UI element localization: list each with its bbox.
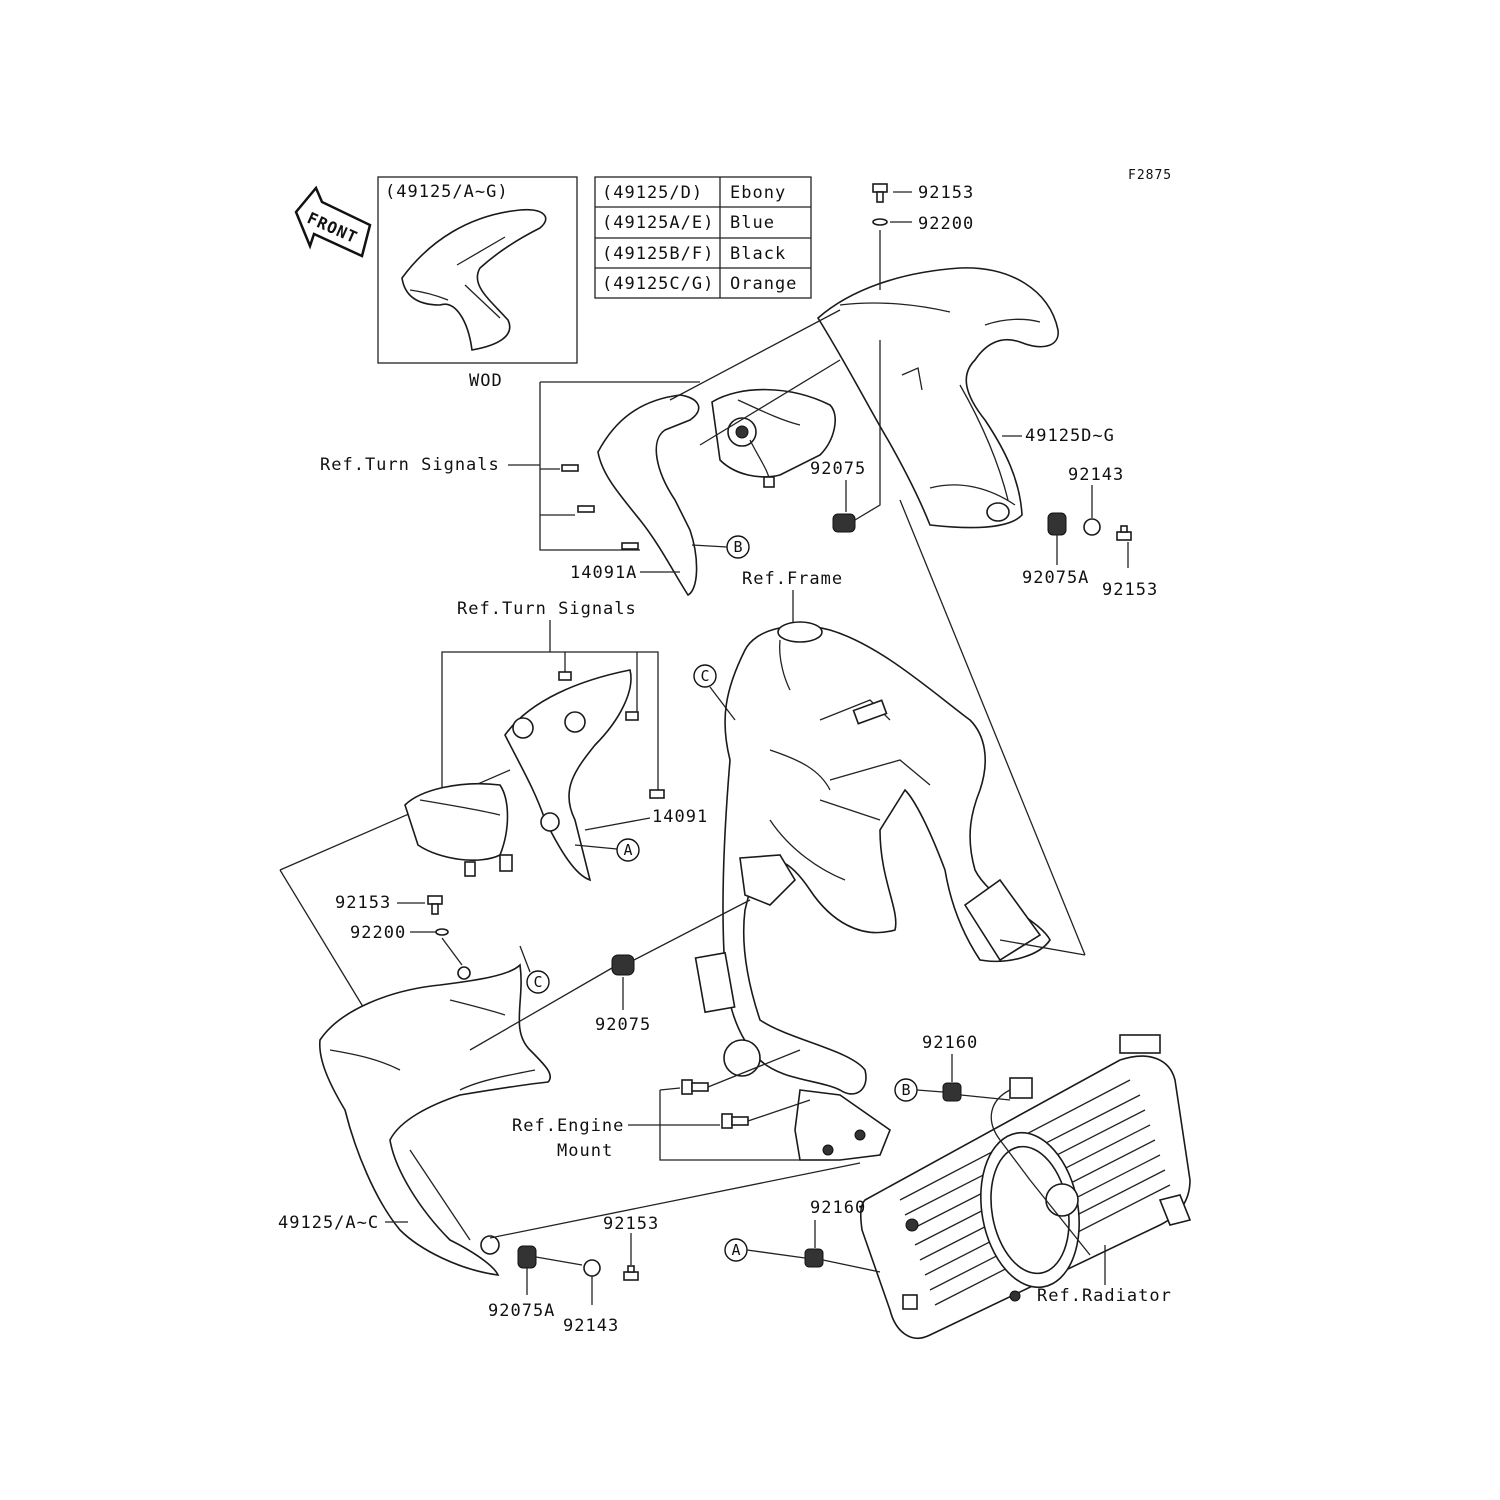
callout-C-label: C bbox=[533, 973, 542, 991]
inset-title: (49125/A~G) bbox=[385, 182, 509, 202]
ref-turn-signals-label: Ref.Turn Signals bbox=[457, 599, 637, 619]
part-label-49125AC: 49125/A~C bbox=[278, 1213, 379, 1233]
grommet-92075-mid bbox=[832, 513, 856, 533]
part-label-92075: 92075 bbox=[810, 459, 866, 479]
grommet-92075A-right bbox=[1047, 512, 1067, 536]
left-side-cowl bbox=[319, 963, 552, 1276]
part-label-92153: 92153 bbox=[603, 1214, 659, 1234]
ref-frame-label: Ref.Frame bbox=[742, 569, 843, 589]
part-label-92143: 92143 bbox=[1068, 465, 1124, 485]
callout-C-label: C bbox=[700, 667, 709, 685]
screw-92153-left bbox=[427, 895, 443, 915]
part-label-92143: 92143 bbox=[563, 1316, 619, 1336]
screw-icon bbox=[561, 464, 639, 550]
color-table-code: (49125/D) bbox=[602, 183, 703, 203]
screw-92153-right bbox=[1116, 525, 1132, 541]
callout-C bbox=[693, 664, 717, 688]
part-label-92160: 92160 bbox=[922, 1033, 978, 1053]
front-arrow-icon: FRONT bbox=[294, 185, 372, 258]
color-table-code: (49125A/E) bbox=[602, 213, 714, 233]
part-label-92200: 92200 bbox=[350, 923, 406, 943]
screw-92153-top bbox=[872, 183, 888, 203]
callout-A-label: A bbox=[731, 1241, 740, 1259]
grommet-92160-top bbox=[942, 1082, 962, 1102]
color-table-code: (49125C/G) bbox=[602, 274, 714, 294]
part-label-49125DG: 49125D~G bbox=[1025, 426, 1115, 446]
part-label-92153: 92153 bbox=[1102, 580, 1158, 600]
radiator bbox=[859, 1034, 1192, 1339]
part-label-14091: 14091 bbox=[652, 807, 708, 827]
color-table-color: Ebony bbox=[730, 183, 786, 203]
right-side-cowl bbox=[816, 267, 1059, 529]
part-label-92075A: 92075A bbox=[1022, 568, 1089, 588]
screw-92153-bottom bbox=[623, 1265, 639, 1281]
engine-mount-bolt-upper bbox=[681, 1079, 709, 1095]
ref-engine-mount-label: Ref.Engine bbox=[512, 1116, 624, 1136]
part-label-92075A: 92075A bbox=[488, 1301, 555, 1321]
callout-C bbox=[526, 970, 550, 994]
inset-box: (49125/A~G) WOD bbox=[377, 176, 578, 391]
grommet-92075A-bottom bbox=[517, 1245, 537, 1269]
collar-92143-right bbox=[1083, 518, 1101, 536]
part-label-92200: 92200 bbox=[918, 214, 974, 234]
color-table-color: Black bbox=[730, 244, 786, 264]
part-label-92153: 92153 bbox=[335, 893, 391, 913]
figure-code: F2875 bbox=[1128, 168, 1172, 183]
part-label-92075: 92075 bbox=[595, 1015, 651, 1035]
callout-B-label: B bbox=[901, 1081, 910, 1099]
turn-signal-bracket-top bbox=[597, 388, 836, 597]
part-label-92160: 92160 bbox=[810, 1198, 866, 1218]
engine-mount-bolt-lower bbox=[721, 1113, 749, 1129]
washer-92200-left bbox=[435, 928, 449, 936]
callout-A bbox=[616, 838, 640, 862]
color-table-color: Blue bbox=[730, 213, 775, 233]
turn-signal-bracket-left bbox=[404, 669, 665, 882]
color-table: (49125/D) Ebony (49125A/E) Blue (49125B/… bbox=[594, 176, 812, 299]
callout-A-label: A bbox=[623, 841, 632, 859]
ref-radiator-label: Ref.Radiator bbox=[1037, 1286, 1172, 1306]
frame bbox=[694, 621, 1051, 1161]
part-label-92153: 92153 bbox=[918, 183, 974, 203]
collar-92143-bottom bbox=[583, 1259, 601, 1277]
inset-cowl-drawing bbox=[401, 208, 547, 351]
ref-turn-signals-label: Ref.Turn Signals bbox=[320, 455, 500, 475]
grommet-92075-left bbox=[611, 954, 635, 976]
callout-B-label: B bbox=[733, 538, 742, 556]
washer-92200-top bbox=[872, 218, 888, 226]
ref-engine-mount-label: Mount bbox=[557, 1141, 613, 1161]
inset-caption: WOD bbox=[469, 371, 503, 391]
color-table-color: Orange bbox=[730, 274, 797, 294]
grommet-92160-bottom bbox=[804, 1248, 824, 1268]
part-label-14091A: 14091A bbox=[570, 563, 637, 583]
color-table-code: (49125B/F) bbox=[602, 244, 714, 264]
